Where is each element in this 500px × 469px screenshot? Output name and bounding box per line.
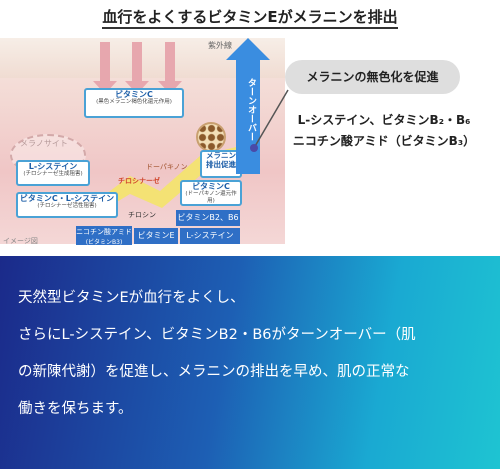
uv-label: 紫外線	[208, 41, 232, 50]
ingredient-line-2: ニコチン酸アミド（ビタミンB₃）	[292, 134, 476, 148]
page-title: 血行をよくするビタミンEがメラニンを排出	[0, 6, 500, 29]
image-note: イメージ図	[3, 237, 38, 245]
vite-pill: ビタミンE	[134, 228, 178, 244]
niacinamide-pill: ニコチン酸アミド (ビタミンB3)	[76, 226, 132, 246]
tyrosinase-label: チロシナーゼ	[118, 177, 160, 185]
vitc-top-sub: (黒色メラニン褐色化還元作用)	[96, 99, 172, 106]
callout-bubble: メラニンの無色化を促進	[285, 60, 460, 94]
tyrosine-label: チロシン	[128, 211, 156, 219]
melanin-out-box: メラニン 排出促進	[200, 150, 242, 178]
lcys-bottom-pill: L-システイン	[180, 228, 240, 244]
vitc-right-sub: (ドーパキノン還元作用)	[185, 191, 237, 204]
callout-connector	[250, 89, 289, 152]
vitc-lcys-sub: (チロシナーゼ活性阻害)	[37, 203, 97, 210]
vitc-right-box: ビタミンC (ドーパキノン還元作用)	[180, 180, 242, 206]
banner-line: 天然型ビタミンEが血行をよくし、	[18, 290, 245, 306]
uv-ray-arrow	[158, 42, 182, 94]
banner-line: の新陳代謝）を促進し、メラニンの排出を早め、肌の正常な	[18, 364, 410, 380]
niacinamide-label: ニコチン酸アミド	[76, 228, 132, 236]
turnover-label: ターンオーバー	[246, 78, 256, 141]
lcys-label: L-システイン	[28, 162, 78, 171]
vitc-lcys-label: ビタミンC・L-システイン	[19, 194, 115, 203]
vit-b2b6-pill: ビタミンB2、B6	[176, 210, 240, 226]
banner-text: 天然型ビタミンEが血行をよくし、 さらにL-システイン、ビタミンB2・B6がター…	[18, 280, 488, 428]
niacinamide-sub: (ビタミンB3)	[85, 239, 123, 246]
melanocyte-label: メラノサイト	[20, 139, 68, 148]
vitc-right-label: ビタミンC	[192, 182, 230, 191]
banner-line: さらにL-システイン、ビタミンB2・B6がターンオーバー（肌	[18, 327, 416, 343]
banner-line: 働きを保ちます。	[18, 401, 133, 417]
dopaquinone-label: ドーパキノン	[146, 163, 188, 171]
melanin-granules	[196, 122, 226, 152]
uv-ray-arrow	[125, 42, 149, 94]
vitc-top-box: ビタミンC (黒色メラニン褐色化還元作用)	[84, 88, 184, 118]
uv-ray-arrow	[93, 42, 117, 94]
vitc-lcys-box: ビタミンC・L-システイン (チロシナーゼ活性阻害)	[16, 192, 118, 218]
lcys-box: L-システイン (チロシナーゼ生成阻害)	[16, 160, 90, 186]
lcys-sub: (チロシナーゼ生成阻害)	[23, 171, 83, 178]
mechanism-diagram: 紫外線 ビタミンC (黒色メラニン褐色化還元作用) メラノサイト L-システイン…	[0, 38, 285, 246]
turnover-arrow	[226, 38, 270, 174]
vitc-top-label: ビタミンC	[115, 90, 153, 99]
description-banner: 天然型ビタミンEが血行をよくし、 さらにL-システイン、ビタミンB2・B6がター…	[0, 256, 500, 469]
ingredient-line-1: L-システイン、ビタミンB₂・B₆	[297, 113, 471, 127]
